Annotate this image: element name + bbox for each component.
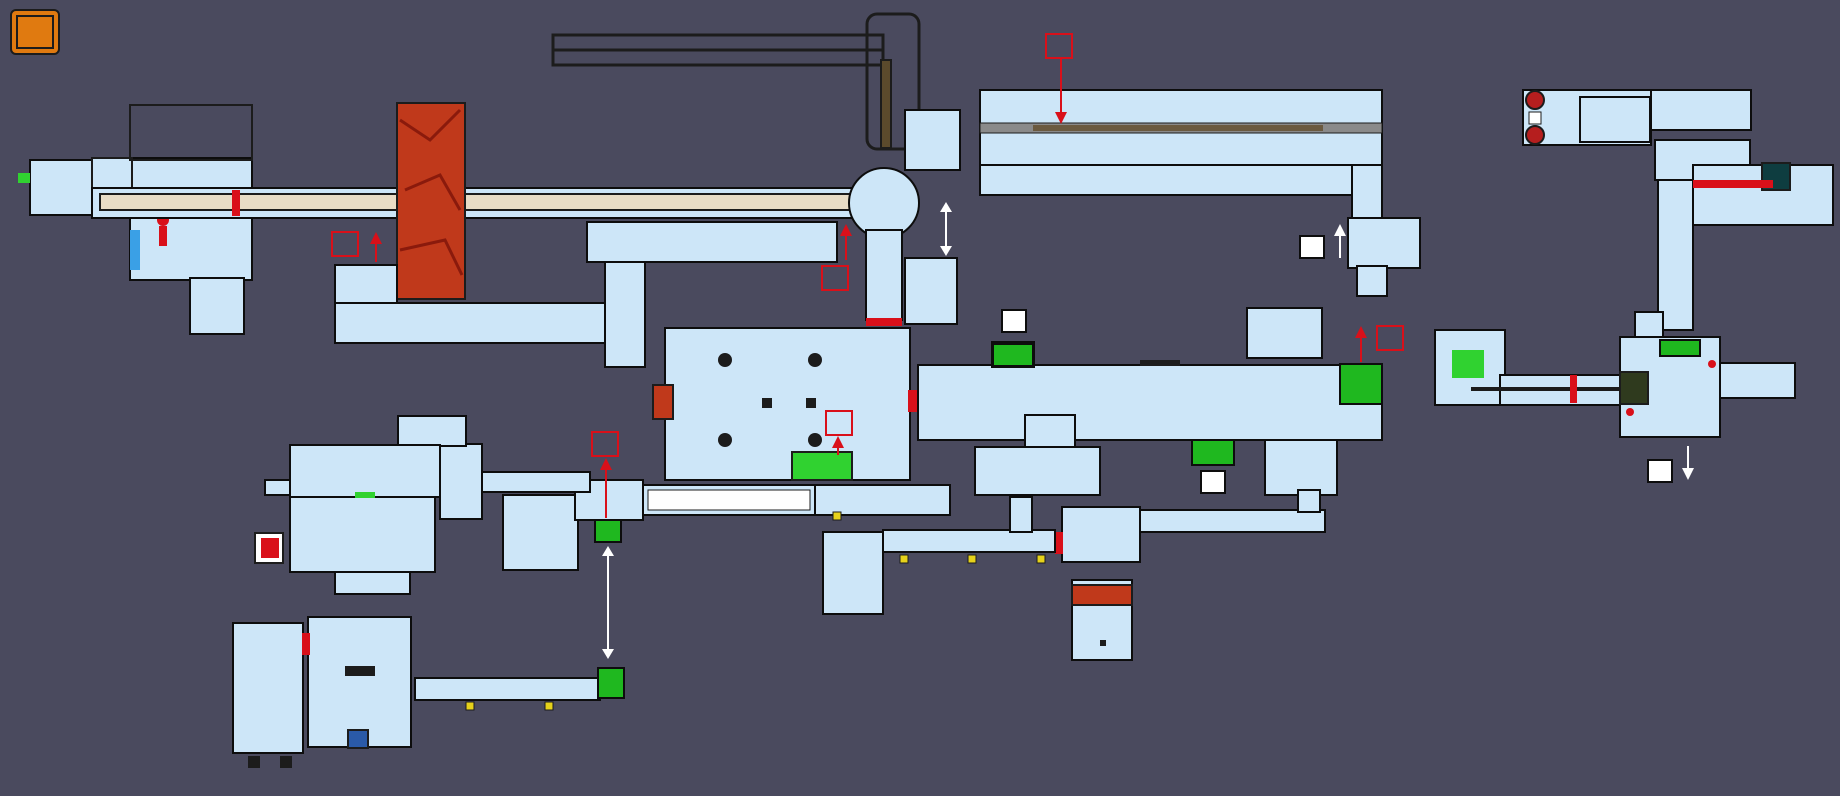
- letter-markers: [1001, 224, 1694, 494]
- marker-b-south: [1200, 470, 1226, 494]
- marker-a-west: [1299, 224, 1346, 259]
- room-36-hall: [917, 307, 1383, 496]
- floor-marker-3-west: [331, 231, 382, 262]
- room-35: [652, 327, 918, 481]
- elevator-markers: [992, 343, 1034, 367]
- floor-marker-3-corridor: [821, 224, 852, 291]
- room-48-area: [232, 616, 625, 768]
- lava-shaft: [396, 102, 466, 300]
- floor-marker-2-room35: [825, 410, 853, 455]
- room-45-46-area: [639, 484, 1056, 615]
- floor-markers: [331, 33, 1404, 518]
- lower-corridor: [334, 221, 838, 368]
- floor-marker-3-top: [1045, 33, 1073, 124]
- rail-track-top: [551, 12, 921, 151]
- marker-b-36: [1001, 309, 1027, 333]
- rail-corridor-main: [91, 187, 883, 219]
- marker-a-east: [1647, 446, 1694, 483]
- room-26: [979, 89, 1383, 196]
- floor-badge: [10, 9, 60, 55]
- link-arrows: [602, 202, 952, 659]
- room-1-area: [18, 104, 253, 335]
- room-44-area: [1055, 489, 1326, 661]
- east-rooms: [1434, 89, 1834, 438]
- west-rooms: [254, 415, 644, 595]
- floor-marker-2-east: [1355, 325, 1404, 362]
- floor-marker-3-room47: [591, 431, 619, 518]
- room-27: [1347, 164, 1421, 297]
- round-chamber: [848, 109, 961, 326]
